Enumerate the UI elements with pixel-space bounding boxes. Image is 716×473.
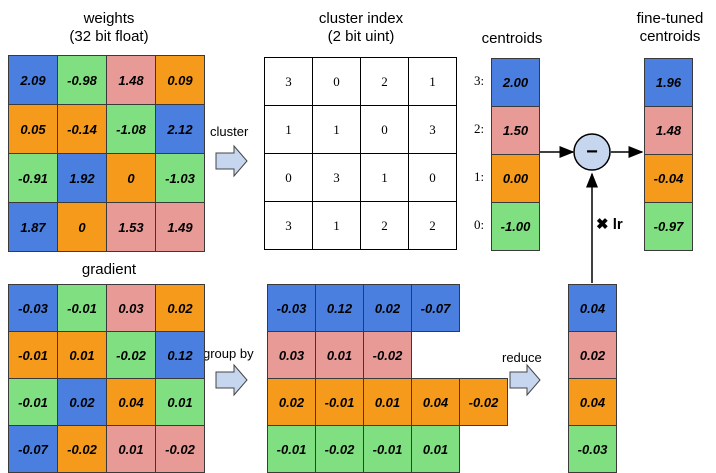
- grouped-gradient-cell: -0.03: [267, 284, 316, 332]
- gradient-cell: 0.12: [155, 331, 205, 379]
- grouped-gradient-cell: 0.01: [363, 378, 412, 426]
- cluster-index-cell: 3: [312, 153, 361, 202]
- gradient-cell: -0.02: [57, 425, 107, 473]
- grouped-gradient-cell: -0.02: [315, 425, 364, 473]
- cluster-arrow-icon: [215, 144, 248, 178]
- gradient-cell: 0.01: [57, 331, 107, 379]
- centroid-index-label: 1:: [474, 169, 485, 184]
- reduced-gradient-cell: -0.03: [568, 425, 617, 473]
- gradient-cell: -0.01: [8, 378, 58, 426]
- weight-cell: 0.09: [155, 55, 205, 105]
- cluster-index-cell: 0: [312, 57, 361, 106]
- gradient-cell: 0.01: [106, 425, 156, 473]
- group-by-arrow-icon: [215, 363, 248, 397]
- fine-tuned-centroid-cell: 1.96: [644, 58, 693, 107]
- weight-cell: -1.03: [155, 153, 205, 203]
- cluster-index-cell: 3: [408, 105, 457, 154]
- weight-cell: 0: [57, 202, 107, 252]
- gradient-cell: -0.01: [57, 284, 107, 332]
- cluster-index-title: cluster index (2 bit uint): [318, 10, 404, 45]
- fine-tuned-centroid-cell: -0.97: [644, 202, 693, 251]
- gradient-cell: -0.02: [106, 331, 156, 379]
- fine-tuned-centroid-cell: 1.48: [644, 106, 693, 155]
- cluster-index-cell: 3: [264, 57, 313, 106]
- cluster-label: cluster: [210, 124, 249, 139]
- centroid-cell: 1.50: [491, 106, 540, 155]
- cluster-index-cell: 3: [264, 201, 313, 250]
- weight-cell: 1.53: [106, 202, 156, 252]
- cluster-index-cell: 0: [264, 153, 313, 202]
- gradient-cell: 0.02: [155, 284, 205, 332]
- weight-cell: -1.08: [106, 104, 156, 154]
- cluster-index-cell: 2: [360, 57, 409, 106]
- weight-cell: 0: [106, 153, 156, 203]
- centroid-index-label: 2:: [474, 121, 485, 136]
- cluster-index-cell: 0: [408, 153, 457, 202]
- gradient-cell: 0.02: [57, 378, 107, 426]
- fine-tuned-centroid-cell: -0.04: [644, 154, 693, 203]
- reduced-gradient-cell: 0.02: [568, 331, 617, 379]
- grouped-gradient-cell: -0.01: [363, 425, 412, 473]
- grouped-gradient-cell: -0.07: [411, 284, 460, 332]
- times-lr-label: ✖ lr: [596, 216, 623, 233]
- cluster-index-cell: 1: [312, 105, 361, 154]
- centroid-cell: 2.00: [491, 58, 540, 107]
- centroids-title: centroids: [481, 30, 543, 47]
- grouped-gradient-cell: -0.02: [459, 378, 508, 426]
- weight-cell: -0.98: [57, 55, 107, 105]
- weight-cell: -0.14: [57, 104, 107, 154]
- weight-cell: 1.87: [8, 202, 58, 252]
- grouped-gradient-cell: 0.02: [267, 378, 316, 426]
- weights-title: weights (32 bit float): [69, 10, 149, 45]
- gradient-cell: 0.03: [106, 284, 156, 332]
- reduced-gradient-cell: 0.04: [568, 284, 617, 332]
- minus-operator-symbol: −: [586, 141, 598, 163]
- gradient-cell: -0.02: [155, 425, 205, 473]
- centroid-index-label: 0:: [474, 217, 485, 232]
- cluster-index-cell: 1: [312, 201, 361, 250]
- grouped-gradient-cell: 0.04: [411, 378, 460, 426]
- fine-tuned-centroids-title: fine-tuned centroids: [636, 10, 704, 45]
- gradient-cell: -0.03: [8, 284, 58, 332]
- grouped-gradient-cell: 0.03: [267, 331, 316, 379]
- grouped-gradient-cell: 0.12: [315, 284, 364, 332]
- reduce-label: reduce: [502, 350, 542, 365]
- gradient-cell: 0.01: [155, 378, 205, 426]
- grouped-gradient-cell: -0.02: [363, 331, 412, 379]
- minus-operator-circle: [573, 133, 611, 171]
- cluster-index-cell: 1: [360, 153, 409, 202]
- weight-cell: 0.05: [8, 104, 58, 154]
- weight-cell: 2.12: [155, 104, 205, 154]
- gradient-cell: 0.04: [106, 378, 156, 426]
- reduce-arrow-icon: [509, 363, 541, 397]
- weight-cell: -0.91: [8, 153, 58, 203]
- weight-cell: 1.49: [155, 202, 205, 252]
- grouped-gradient-cell: 0.01: [315, 331, 364, 379]
- cluster-index-cell: 2: [360, 201, 409, 250]
- cluster-index-cell: 2: [408, 201, 457, 250]
- centroid-cell: 0.00: [491, 154, 540, 203]
- weight-cell: 2.09: [8, 55, 58, 105]
- centroid-index-label: 3:: [474, 73, 485, 88]
- grouped-gradient-cell: 0.02: [363, 284, 412, 332]
- weight-cell: 1.48: [106, 55, 156, 105]
- cluster-index-cell: 0: [360, 105, 409, 154]
- gradient-cell: -0.07: [8, 425, 58, 473]
- weight-cell: 1.92: [57, 153, 107, 203]
- grouped-gradient-cell: -0.01: [267, 425, 316, 473]
- grouped-gradient-cell: -0.01: [315, 378, 364, 426]
- reduced-gradient-cell: 0.04: [568, 378, 617, 426]
- cluster-index-cell: 1: [408, 57, 457, 106]
- gradient-title: gradient: [81, 261, 137, 278]
- gradient-cell: -0.01: [8, 331, 58, 379]
- grouped-gradient-cell: 0.01: [411, 425, 460, 473]
- centroid-cell: -1.00: [491, 202, 540, 251]
- cluster-index-cell: 1: [264, 105, 313, 154]
- group-by-label: group by: [203, 346, 254, 361]
